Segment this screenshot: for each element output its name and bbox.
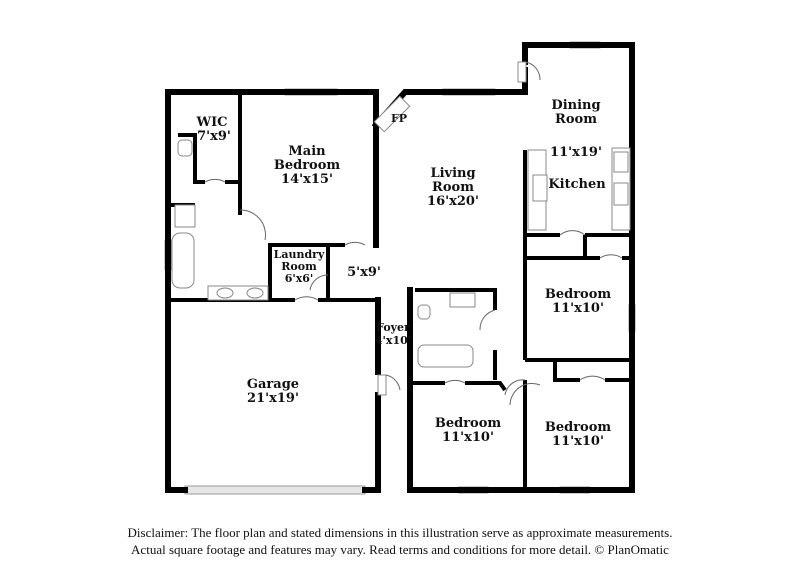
doors <box>204 61 623 406</box>
shower-icon <box>174 204 196 228</box>
hall-dims: 5'x9' <box>347 265 381 280</box>
disclaimer-line-1: Disclaimer: The floor plan and stated di… <box>127 525 673 540</box>
main-bedroom-name-2: Bedroom <box>274 158 341 173</box>
disclaimer: Disclaimer: The floor plan and stated di… <box>0 524 800 558</box>
sink-icon <box>532 174 548 202</box>
toilet-icon <box>417 304 431 320</box>
refrigerator-icon <box>613 151 629 173</box>
sink-icon <box>449 292 476 308</box>
garage-dims: 21'x19' <box>247 391 299 406</box>
living-room-name-1: Living <box>430 166 475 181</box>
stove-icon <box>613 182 629 206</box>
main-bedroom-name-1: Main <box>288 144 326 159</box>
bedroom-se-dims: 11'x10' <box>552 434 604 449</box>
foyer-name: Foyer <box>376 321 410 334</box>
main-bedroom-dims: 14'x15' <box>281 172 333 187</box>
laundry-name-2: Room <box>281 260 317 273</box>
bedroom-east-dims: 11'x10' <box>552 301 604 316</box>
fixtures <box>171 95 631 368</box>
wic-dims: 7'x9' <box>197 129 231 144</box>
laundry-name-1: Laundry <box>274 248 325 261</box>
foyer-dims: 4'x10' <box>375 334 411 347</box>
bedroom-sw-dims: 11'x10' <box>442 430 494 445</box>
dining-room-dims: 11'x19' <box>550 145 602 160</box>
dining-room-name-1: Dining <box>551 98 600 113</box>
bathtub-icon <box>417 344 474 368</box>
toilet-icon <box>177 139 193 157</box>
living-room-dims: 16'x20' <box>427 194 479 209</box>
living-room-name-2: Room <box>432 180 474 195</box>
fireplace-label: FP <box>391 112 407 125</box>
wic-name: WIC <box>195 115 227 130</box>
kitchen-name: Kitchen <box>548 177 606 192</box>
bedroom-sw-name: Bedroom <box>435 416 502 431</box>
disclaimer-line-2: Actual square footage and features may v… <box>131 542 669 557</box>
fireplace-hearth <box>373 95 411 133</box>
garage-name: Garage <box>247 377 299 392</box>
room-labels: WIC 7'x9' Main Bedroom 14'x15' FP Living… <box>195 98 611 449</box>
bedroom-se-name: Bedroom <box>545 420 612 435</box>
bedroom-east-name: Bedroom <box>545 287 612 302</box>
laundry-dims: 6'x6' <box>285 272 314 285</box>
dining-room-name-2: Room <box>555 112 597 127</box>
bathtub-icon <box>171 232 195 289</box>
garage-door <box>184 485 366 495</box>
